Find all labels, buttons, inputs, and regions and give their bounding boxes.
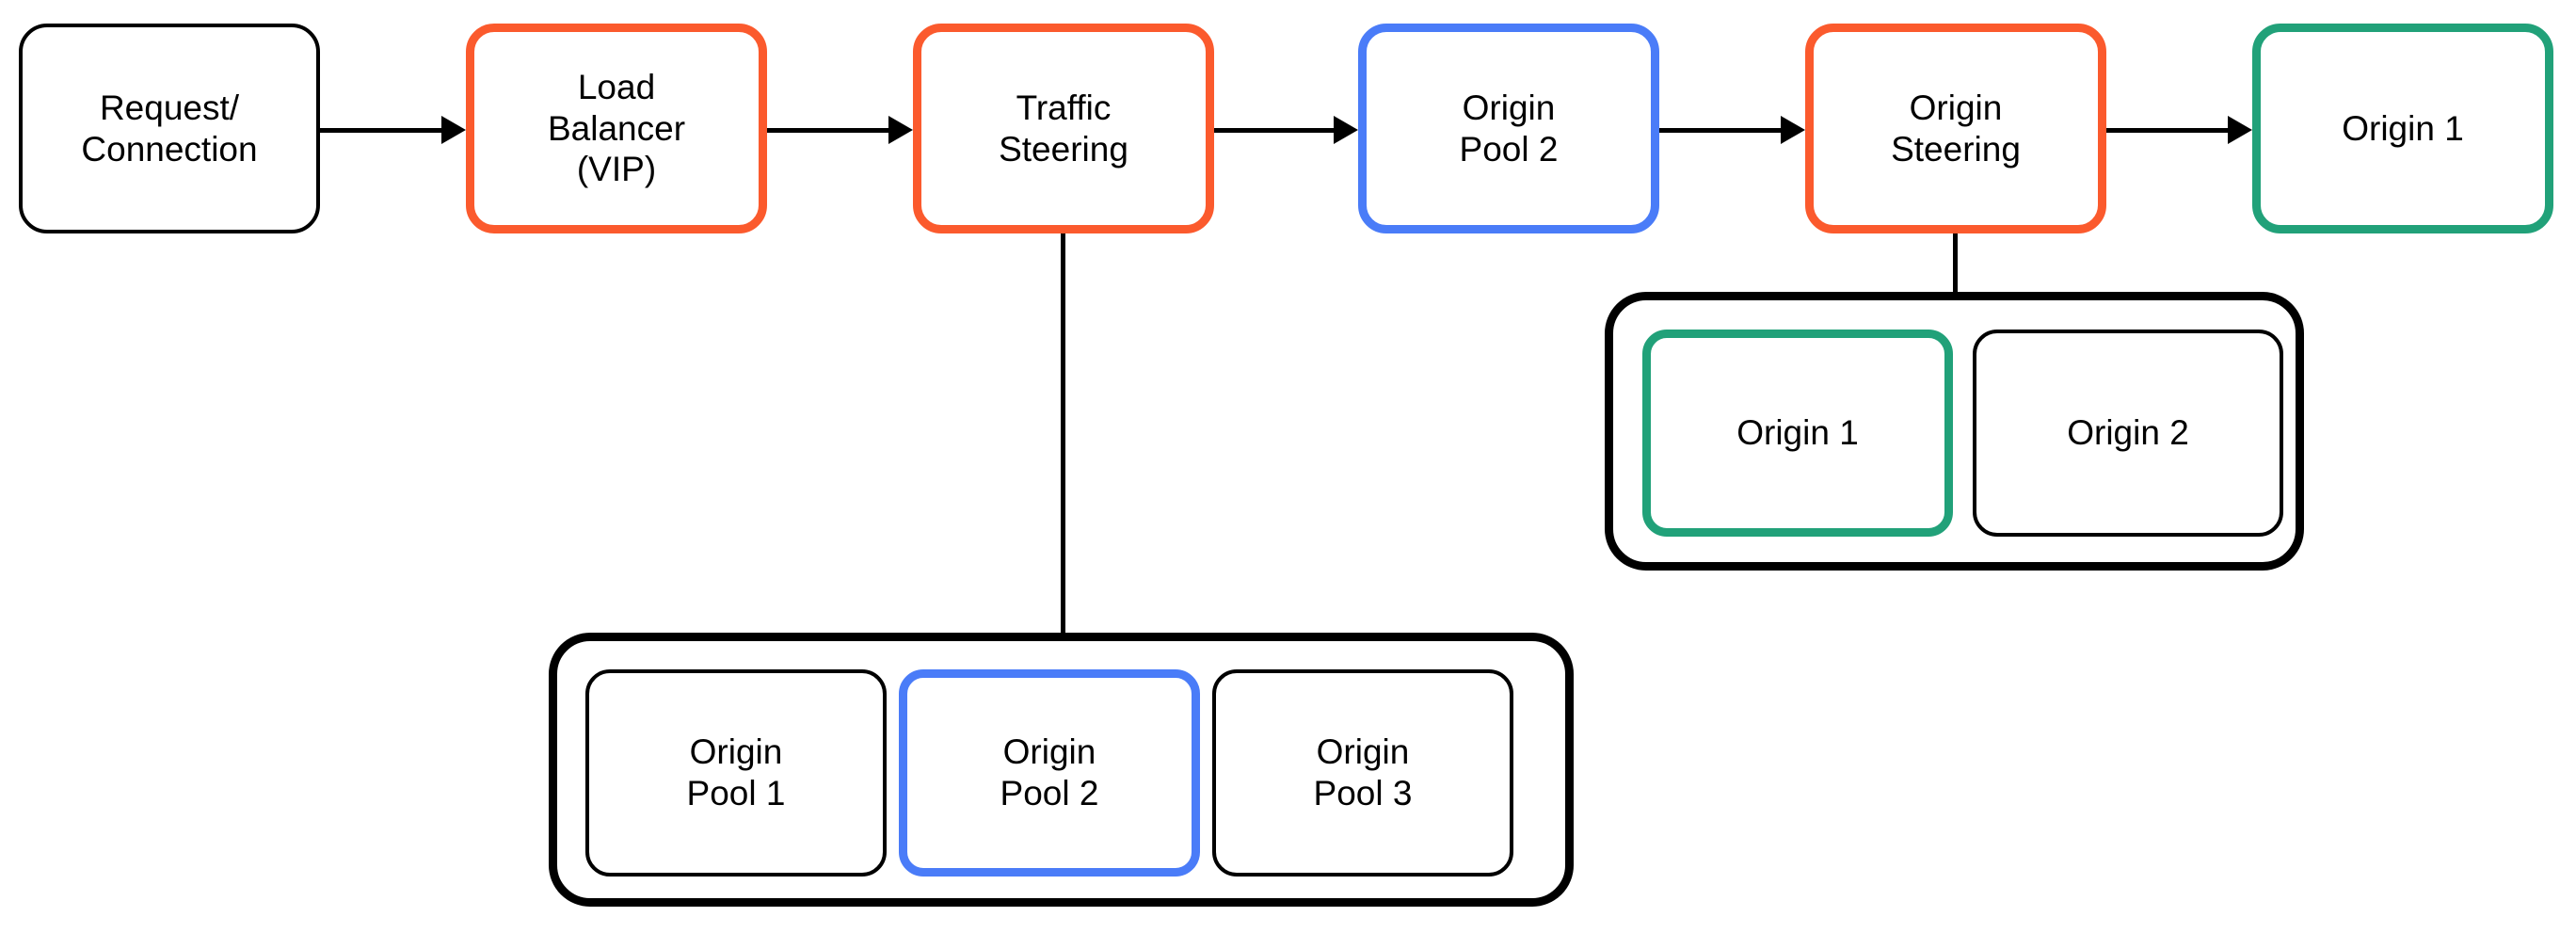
- origin-pool-group: Origin Pool 1 Origin Pool 2 Origin Pool …: [549, 633, 1574, 907]
- group-member-origin-pool-2[interactable]: Origin Pool 2: [899, 669, 1200, 877]
- node-load-balancer[interactable]: Load Balancer (VIP): [466, 24, 767, 233]
- connector-traffic-steering-to-origin-pool-2: [1214, 128, 1335, 133]
- connector-traffic-steering-to-pool-group: [1061, 233, 1065, 635]
- group-member-origin-2[interactable]: Origin 2: [1973, 330, 2283, 537]
- arrowhead-icon: [888, 116, 913, 144]
- node-request-connection[interactable]: Request/ Connection: [19, 24, 320, 233]
- connector-origin-steering-to-origin-group: [1953, 233, 1958, 294]
- node-origin-pool-2[interactable]: Origin Pool 2: [1358, 24, 1659, 233]
- arrowhead-icon: [1781, 116, 1805, 144]
- connector-request-to-load-balancer: [320, 128, 442, 133]
- group-member-origin-1[interactable]: Origin 1: [1642, 330, 1953, 537]
- node-traffic-steering[interactable]: Traffic Steering: [913, 24, 1214, 233]
- connector-origin-steering-to-origin-1: [2106, 128, 2229, 133]
- arrowhead-icon: [1334, 116, 1358, 144]
- connector-load-balancer-to-traffic-steering: [767, 128, 889, 133]
- group-member-origin-pool-3[interactable]: Origin Pool 3: [1212, 669, 1513, 877]
- arrowhead-icon: [2228, 116, 2252, 144]
- arrowhead-icon: [441, 116, 466, 144]
- origin-group: Origin 1 Origin 2: [1605, 292, 2304, 571]
- node-origin-steering[interactable]: Origin Steering: [1805, 24, 2106, 233]
- connector-origin-pool-2-to-origin-steering: [1659, 128, 1782, 133]
- node-origin-1[interactable]: Origin 1: [2252, 24, 2553, 233]
- group-member-origin-pool-1[interactable]: Origin Pool 1: [585, 669, 887, 877]
